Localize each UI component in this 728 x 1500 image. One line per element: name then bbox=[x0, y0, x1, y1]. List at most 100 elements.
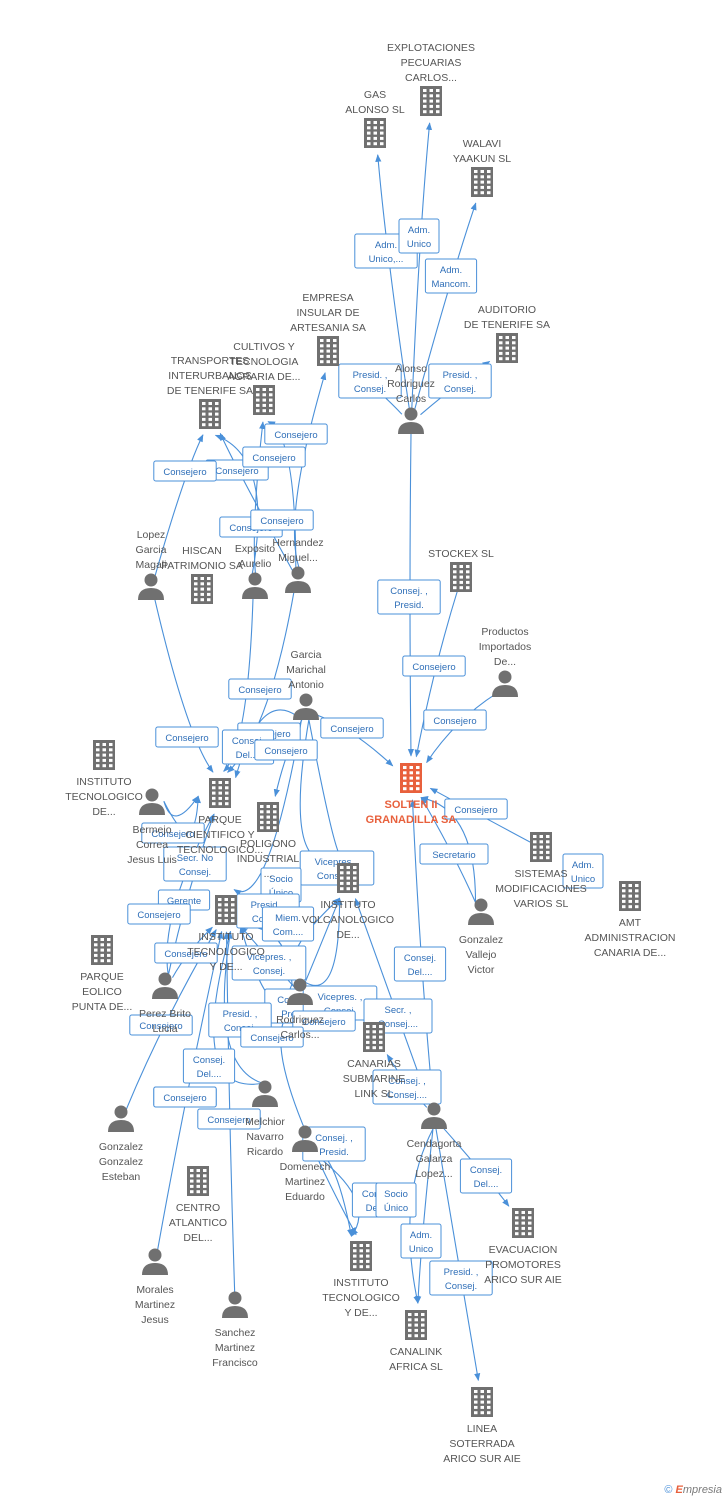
edge-role-label[interactable]: Consejero bbox=[155, 726, 219, 748]
building-window bbox=[100, 948, 104, 952]
building-window bbox=[635, 889, 639, 893]
edge-role-label[interactable]: Consejero bbox=[154, 942, 218, 964]
node-itvolc[interactable]: INSTITUTOVOLCANOLOGICODE... bbox=[302, 863, 394, 941]
edge-role-label[interactable]: Consejero bbox=[254, 739, 318, 761]
building-window bbox=[367, 131, 371, 135]
edge-role-label[interactable]: Adm.Unico bbox=[562, 853, 604, 889]
edge-role-label[interactable]: Consejero bbox=[141, 822, 205, 844]
edge-role-label[interactable]: Consejero bbox=[264, 423, 328, 445]
node-hernandez[interactable]: HernandezMiguel... bbox=[272, 537, 324, 593]
edge-role-label[interactable]: Consejero bbox=[320, 717, 384, 739]
node-productos[interactable]: ProductosImportadosDe... bbox=[479, 626, 532, 697]
edge-role-label[interactable]: Consejero bbox=[228, 678, 292, 700]
edge-role-label[interactable]: Adm.Unico bbox=[398, 218, 440, 254]
edge-role-label[interactable]: Consej. ,Presid. bbox=[377, 579, 441, 615]
edge-role-label[interactable]: Consejero bbox=[402, 655, 466, 677]
edge-role-label[interactable]: Consejero bbox=[197, 1108, 261, 1130]
edge-role-label[interactable]: Consejero bbox=[444, 798, 508, 820]
edge-label-box bbox=[424, 258, 478, 294]
node-cendagorta[interactable]: CendagortaGalarzaLopez... bbox=[407, 1102, 462, 1181]
edge-role-label[interactable]: Consej.Del.... bbox=[182, 1048, 236, 1084]
edge-label-text: Consejero bbox=[139, 1021, 182, 1032]
node-label-line: Hernandez bbox=[272, 537, 323, 549]
edge-role-label[interactable]: Presid. ,Consej. bbox=[428, 363, 492, 399]
building-window bbox=[224, 903, 228, 907]
edge-role-label[interactable]: Consejero bbox=[250, 509, 314, 531]
edge-role-label[interactable]: Secretario bbox=[419, 843, 489, 865]
node-label-line: PROMOTORES bbox=[485, 1259, 561, 1271]
node-rodriguezc[interactable]: RodriguezCarlos... bbox=[276, 978, 324, 1042]
edge-role-label[interactable]: Vicepres. ,Consej. bbox=[231, 945, 307, 981]
edge-role-label[interactable]: Consejero bbox=[129, 1014, 193, 1036]
edge-role-label[interactable]: Miem.Com.... bbox=[261, 906, 315, 942]
building-window bbox=[515, 1216, 519, 1220]
node-poligono[interactable]: POLIGONOINDUSTRIAL... bbox=[237, 802, 300, 880]
building-window bbox=[480, 191, 484, 195]
edge-role-label[interactable]: Consej. ,Consej.... bbox=[372, 1069, 442, 1105]
edge-role-label[interactable]: Adm.Unico bbox=[400, 1223, 442, 1259]
edge-role-label[interactable]: Consej.Del.... bbox=[393, 946, 447, 982]
node-itdesarrollo1[interactable]: INSTITUTOTECNOLOGICODE... bbox=[65, 740, 143, 818]
building-window bbox=[408, 1313, 412, 1316]
footer-brand[interactable]: ©Empresia bbox=[664, 1484, 722, 1496]
building-window bbox=[102, 748, 106, 752]
node-explot[interactable]: EXPLOTACIONESPECUARIASCARLOS... bbox=[387, 42, 475, 116]
edge-role-label[interactable]: Consejero bbox=[242, 446, 306, 468]
edge-role-label[interactable]: Consejero bbox=[423, 709, 487, 731]
edge-role-label[interactable]: Adm.Mancom. bbox=[424, 258, 478, 294]
edge-role-label[interactable]: Consejero bbox=[153, 1086, 217, 1108]
edge-role-label[interactable]: Presid. ,Consej. bbox=[338, 363, 402, 399]
edge-role-label[interactable]: Consej. ,Presid. bbox=[302, 1126, 366, 1162]
edge-role-label[interactable]: Consejero bbox=[153, 460, 217, 482]
building-window bbox=[366, 1046, 370, 1050]
edge-role-label[interactable]: Consej.Del.... bbox=[459, 1158, 513, 1194]
building-icon bbox=[337, 863, 359, 893]
building-window bbox=[379, 1035, 383, 1039]
node-centro[interactable]: CENTROATLANTICODEL... bbox=[169, 1166, 227, 1244]
edge-role-label[interactable]: Consejero bbox=[292, 1010, 356, 1032]
building-window bbox=[366, 1249, 370, 1253]
person-icon bbox=[292, 1125, 318, 1152]
edge-role-label[interactable]: Consejero bbox=[240, 1026, 304, 1048]
node-stockex[interactable]: STOCKEX SL bbox=[428, 548, 494, 592]
node-label-line: EVACUACION bbox=[489, 1244, 558, 1256]
edge-role-label[interactable]: Presid. ,Consej. bbox=[429, 1260, 493, 1296]
node-label-line: Eduardo bbox=[285, 1191, 325, 1203]
edge-role-label[interactable]: Consejero bbox=[127, 903, 191, 925]
building-window bbox=[414, 1334, 418, 1338]
building-window bbox=[423, 89, 427, 92]
building-window bbox=[487, 175, 491, 179]
